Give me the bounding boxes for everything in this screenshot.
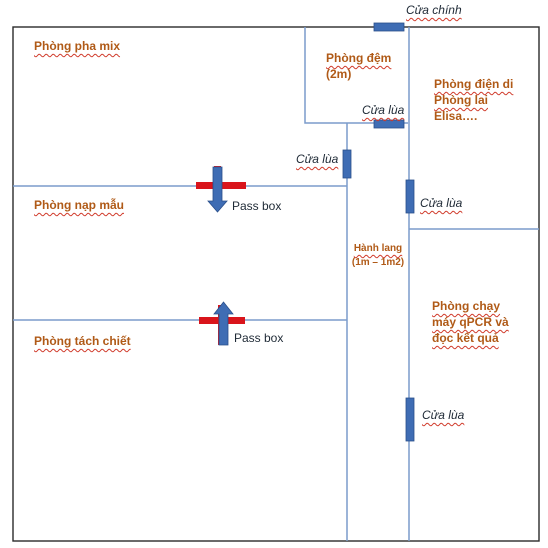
room-label-tach-chiet: Phòng tách chiết — [34, 334, 131, 348]
sliding-door-corridor-left-label: Cửa lùa — [296, 152, 339, 166]
room-label-dem: Phòng đệm (2m) — [326, 51, 392, 81]
pass-box-sample-label: Pass box — [232, 199, 282, 213]
sliding-door-electrophoresis-label: Cửa lùa — [420, 196, 463, 210]
room-label-dien-di: Phòng điện di Phòng lai Elisa…. — [434, 77, 514, 123]
room-label-nap-mau: Phòng nạp mẫu — [34, 198, 124, 212]
sliding-door-qpcr — [405, 397, 415, 442]
main-door — [373, 22, 405, 32]
sliding-door-buffer-label: Cửa lùa — [362, 103, 405, 117]
down-arrow-icon — [207, 166, 228, 213]
sliding-door-electrophoresis — [405, 179, 415, 214]
corridor-label: Hành lang (1m – 1m2) — [351, 243, 405, 268]
sliding-door-corridor-left — [342, 149, 352, 179]
room-label-pha-mix: Phòng pha mix — [34, 39, 121, 53]
outer-wall — [12, 26, 540, 542]
sliding-door-buffer — [373, 119, 405, 129]
pass-box-extraction — [199, 301, 245, 346]
room-label-chay-may: Phòng chạy máy qPCR và đọc kết quả — [432, 299, 509, 345]
pass-box-sample — [196, 166, 246, 213]
sliding-door-qpcr-label: Cửa lùa — [422, 408, 465, 422]
pass-box-extraction-label: Pass box — [234, 331, 284, 345]
up-arrow-icon — [213, 301, 234, 346]
main-door-label: Cửa chính — [406, 3, 462, 17]
